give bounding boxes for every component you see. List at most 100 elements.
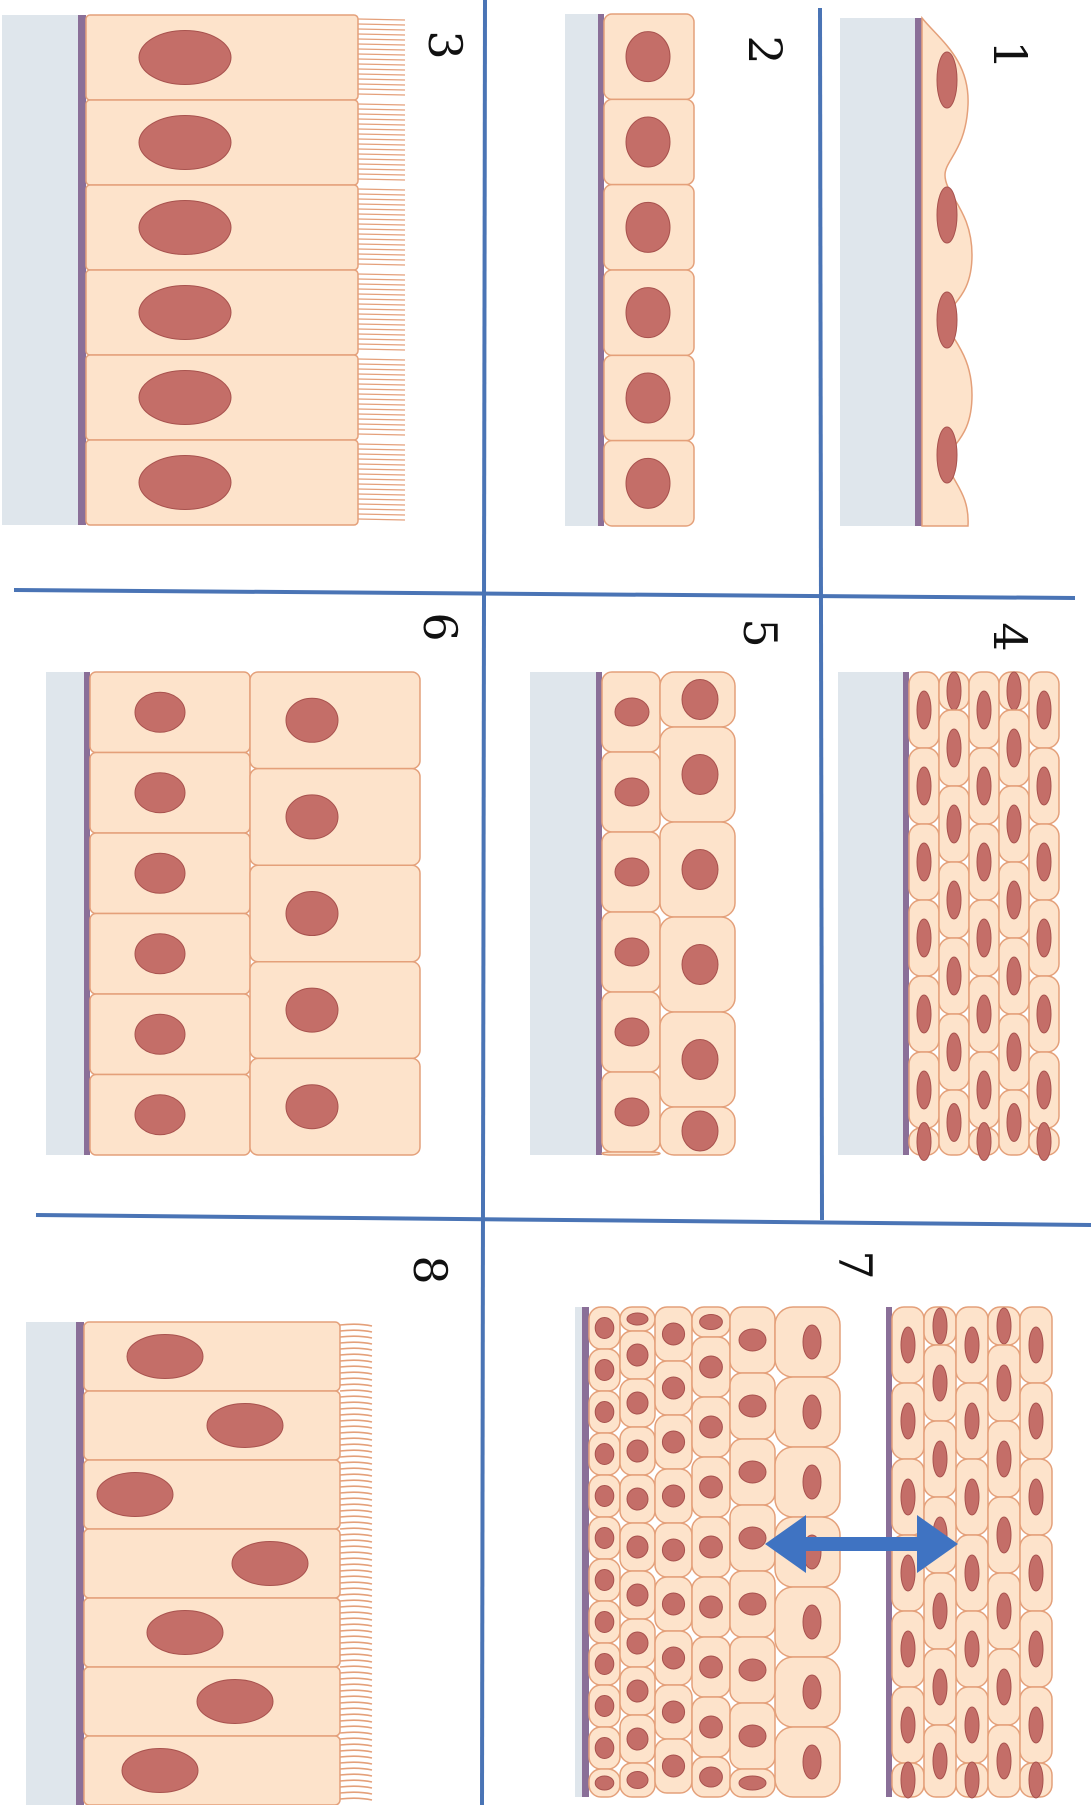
nucleus — [965, 1327, 979, 1363]
nucleus — [933, 1669, 947, 1705]
microvillus — [358, 359, 405, 360]
cilium — [340, 1636, 372, 1638]
nucleus — [595, 1444, 614, 1465]
nucleus — [232, 1542, 308, 1586]
nucleus — [627, 1344, 648, 1366]
microvillus — [358, 309, 405, 310]
nucleus — [947, 805, 961, 843]
nucleus — [615, 1098, 649, 1126]
panel-3-simple-columnar — [2, 15, 405, 525]
microvillus — [358, 229, 405, 230]
nucleus — [682, 945, 718, 985]
cilium — [340, 1624, 372, 1626]
nucleus — [662, 1701, 684, 1723]
cilium — [340, 1492, 372, 1494]
cilium — [340, 1606, 372, 1608]
nucleus — [917, 1123, 931, 1161]
nucleus — [139, 31, 231, 85]
nucleus — [933, 1593, 947, 1629]
panel-label: 8 — [403, 1255, 457, 1284]
connective-tissue — [2, 15, 80, 525]
nucleus — [595, 1776, 614, 1790]
cilium — [340, 1420, 372, 1422]
microvillus — [358, 514, 405, 515]
nucleus — [626, 458, 670, 508]
connective-tissue — [46, 672, 86, 1155]
nucleus — [803, 1395, 821, 1429]
microvillus — [358, 59, 405, 60]
cilium — [340, 1702, 372, 1704]
microvillus — [358, 334, 405, 335]
nucleus — [917, 995, 931, 1033]
panel-label: 3 — [418, 30, 472, 59]
microvillus — [358, 289, 405, 290]
microvillus — [358, 119, 405, 120]
nucleus — [627, 1728, 648, 1750]
nucleus — [947, 1033, 961, 1071]
nucleus — [286, 698, 338, 742]
nucleus — [1007, 1033, 1021, 1071]
microvillus — [358, 29, 405, 30]
cilium — [340, 1504, 372, 1506]
nucleus — [700, 1476, 723, 1498]
microvillus — [358, 409, 405, 410]
microvilli — [358, 19, 405, 95]
nucleus — [595, 1402, 614, 1423]
cilium — [340, 1468, 372, 1470]
nucleus — [139, 456, 231, 510]
nucleus — [682, 1040, 718, 1080]
nucleus — [627, 1772, 648, 1789]
nucleus — [901, 1631, 915, 1667]
nucleus — [700, 1356, 723, 1378]
cilium — [340, 1714, 372, 1716]
cilium — [340, 1612, 372, 1614]
microvillus — [358, 424, 405, 425]
microvillus — [358, 304, 405, 305]
nucleus — [662, 1593, 684, 1615]
cilium — [340, 1630, 372, 1632]
nucleus — [977, 1071, 991, 1109]
cilium — [340, 1522, 372, 1524]
cilium — [340, 1426, 372, 1428]
nucleus — [122, 1749, 198, 1793]
microvillus — [358, 244, 405, 245]
nucleus — [937, 187, 957, 243]
nucleus — [595, 1360, 614, 1381]
cilium — [340, 1336, 372, 1338]
cilium — [340, 1510, 372, 1512]
cilium — [340, 1660, 372, 1662]
nucleus — [739, 1461, 766, 1483]
nucleus — [682, 850, 718, 890]
nucleus — [1007, 805, 1021, 843]
panel-1-simple-squamous — [840, 18, 972, 526]
microvillus — [358, 419, 405, 420]
cilium — [340, 1582, 372, 1584]
nucleus — [965, 1707, 979, 1743]
stratified-columnar-cells — [90, 672, 420, 1155]
microvillus — [358, 294, 405, 295]
panel-2-simple-cuboidal — [565, 14, 694, 526]
microvillus — [358, 444, 405, 445]
nucleus — [1029, 1762, 1043, 1798]
cilium — [340, 1744, 372, 1746]
nucleus — [1007, 672, 1021, 710]
microvillus — [358, 454, 405, 455]
nucleus — [1007, 881, 1021, 919]
panel-label: 4 — [983, 622, 1037, 651]
panel-label: 1 — [983, 40, 1037, 69]
nucleus — [901, 1762, 915, 1798]
nucleus — [615, 938, 649, 966]
cilium — [340, 1516, 372, 1518]
nucleus — [977, 843, 991, 881]
grid-line — [14, 590, 1075, 598]
nucleus — [937, 292, 957, 348]
panel-label: 2 — [738, 35, 792, 64]
nucleus — [627, 1440, 648, 1462]
nucleus — [627, 1536, 648, 1558]
microvillus — [358, 254, 405, 255]
microvillus — [358, 484, 405, 485]
nucleus — [1029, 1707, 1043, 1743]
cilium — [340, 1324, 372, 1326]
cilium — [340, 1552, 372, 1554]
columnar-cells — [86, 15, 405, 525]
